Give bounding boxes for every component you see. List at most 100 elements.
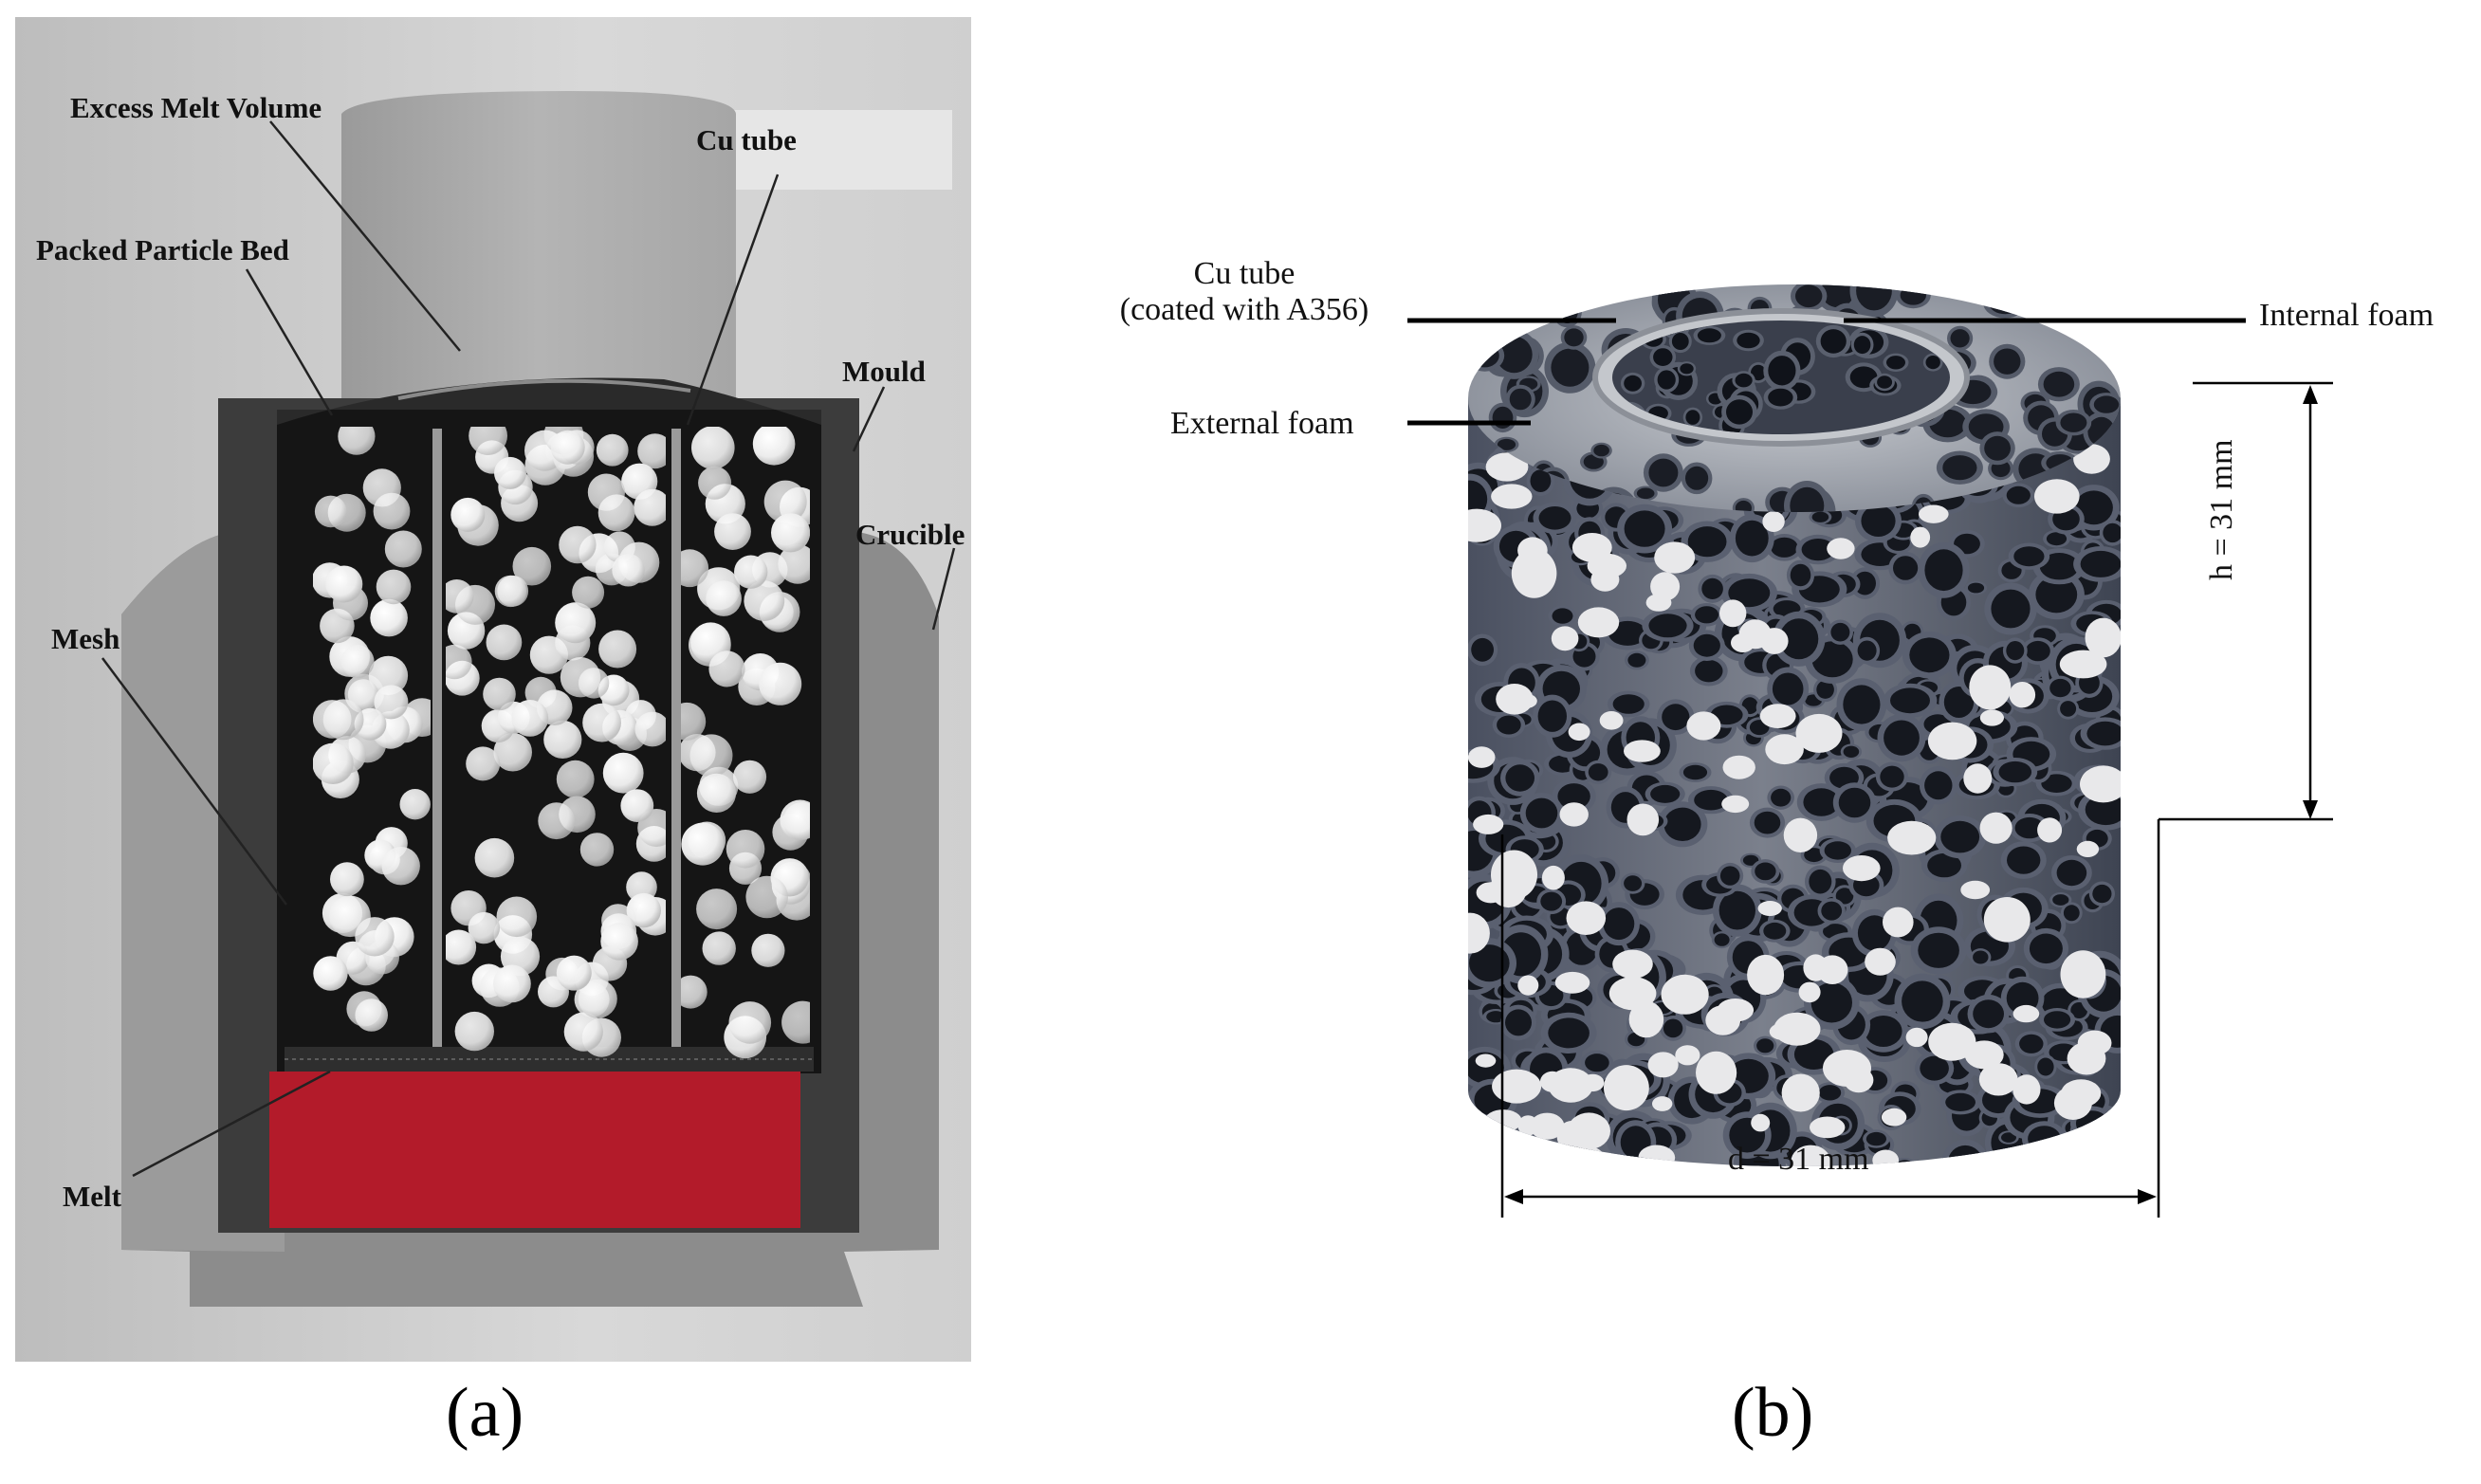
pore	[1769, 1023, 1794, 1040]
pore	[1509, 388, 1532, 411]
particle	[637, 433, 666, 469]
particle	[374, 685, 409, 720]
pore	[1942, 455, 1977, 481]
particle	[702, 931, 736, 965]
pore	[1856, 284, 1892, 311]
diameter-arrow-left	[1504, 1189, 1523, 1204]
particle	[698, 466, 732, 500]
pore	[2035, 576, 2078, 614]
pore	[1821, 901, 1843, 921]
pore	[1719, 599, 1747, 628]
pore	[1731, 632, 1755, 653]
pore	[2007, 846, 2041, 874]
particle	[493, 964, 531, 1003]
diameter-arrow-right	[2138, 1189, 2157, 1204]
particle	[370, 598, 408, 637]
pore	[1685, 466, 1709, 490]
pore	[1896, 1160, 1914, 1166]
pore-rim	[1487, 284, 1525, 311]
cu-tube-wall-left	[432, 429, 442, 1062]
pore	[1525, 797, 1558, 829]
pore	[1886, 356, 1905, 370]
particle	[494, 575, 527, 608]
pore	[1909, 637, 1950, 673]
pore	[2103, 522, 2121, 543]
pore	[1612, 694, 1645, 714]
label-mesh: Mesh	[51, 622, 120, 655]
pore	[2052, 894, 2069, 906]
pore	[1468, 508, 1502, 542]
height-arrow-bottom	[2303, 800, 2318, 819]
pore	[1470, 343, 1499, 368]
particle	[338, 427, 376, 455]
label-cu-tube-line2: (coated with A356)	[1119, 292, 1369, 327]
pore	[1979, 709, 2004, 726]
pore	[1538, 506, 1571, 530]
label-cu-tube-a: Cu tube	[696, 123, 797, 156]
pore	[1890, 687, 1930, 714]
particle	[340, 645, 375, 679]
label-cu-tube-b: Cu tube (coated with A356)	[1093, 256, 1396, 328]
pore	[1925, 356, 1940, 370]
pore	[1979, 812, 2012, 844]
pore	[2107, 321, 2121, 340]
pore	[2060, 950, 2106, 998]
pore	[1772, 672, 1804, 705]
pore	[1719, 866, 1740, 886]
pore	[1927, 722, 1977, 760]
particle	[728, 1001, 772, 1044]
pore	[1810, 982, 1853, 1023]
pore	[1624, 740, 1661, 762]
pore	[1718, 890, 1756, 930]
particle	[771, 513, 810, 553]
pore	[1963, 763, 1993, 794]
pore	[2092, 884, 2112, 904]
particle	[681, 549, 709, 588]
melt	[269, 1072, 800, 1228]
particle	[578, 979, 617, 1018]
pore	[1511, 548, 1557, 598]
particle	[511, 700, 549, 737]
pore	[2074, 490, 2113, 525]
pore	[1790, 563, 1811, 587]
pore	[1947, 1145, 1983, 1166]
pore	[1680, 363, 1694, 375]
pore	[1491, 850, 1537, 900]
pore	[1763, 922, 1787, 940]
pore	[1978, 1063, 2018, 1096]
pore	[2049, 678, 2071, 698]
pore	[2012, 1074, 2041, 1105]
pore	[1603, 907, 1635, 941]
pore	[1612, 949, 1653, 979]
pore	[1798, 981, 1821, 1003]
pore	[1650, 572, 1681, 601]
pore	[1485, 452, 1529, 482]
pore	[1722, 755, 1755, 779]
particle	[781, 1000, 810, 1044]
pore	[1801, 539, 1835, 561]
pore	[1865, 1016, 1902, 1047]
pore	[1626, 803, 1660, 836]
pore	[2099, 284, 2121, 315]
label-melt: Melt	[63, 1180, 121, 1213]
particle	[726, 830, 765, 869]
pore	[1571, 1146, 1607, 1166]
caption-a: (a)	[446, 1374, 524, 1452]
pore	[1726, 399, 1753, 425]
particle	[355, 998, 389, 1032]
pore	[1877, 376, 1893, 389]
pore	[2037, 817, 2063, 843]
pore	[1496, 684, 1534, 715]
pore	[1737, 332, 1760, 349]
particle	[322, 699, 364, 741]
particle	[626, 892, 661, 928]
pore	[1795, 284, 1823, 308]
pore	[1928, 1022, 1976, 1061]
particle	[612, 554, 645, 587]
pore	[2056, 859, 2087, 887]
pore	[1581, 1073, 1605, 1092]
pore	[1577, 607, 1620, 638]
particle	[602, 752, 644, 794]
particle	[446, 929, 477, 965]
